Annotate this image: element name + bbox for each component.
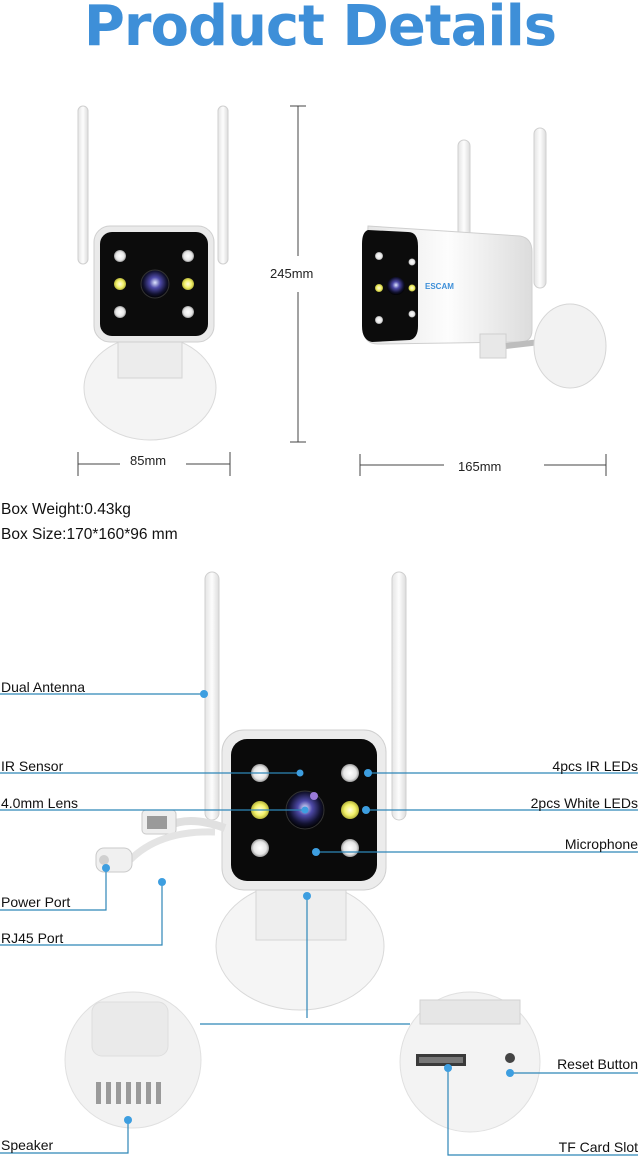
label-dual-antenna: Dual Antenna [1, 679, 86, 695]
speaker-detail [64, 991, 202, 1129]
width-side-dimension: 165mm [458, 459, 502, 474]
side-view-camera [362, 127, 607, 389]
label-tf-card-slot: TF Card Slot [558, 1139, 638, 1155]
front-view-camera [77, 105, 229, 441]
callout-dots [102, 690, 514, 1124]
height-dimension: 245mm [270, 266, 314, 281]
detail-camera [95, 571, 407, 1011]
label-reset-button: Reset Button [557, 1056, 638, 1072]
label-microphone: Microphone [564, 836, 638, 852]
label-ir-leds: 4pcs IR LEDs [552, 758, 638, 774]
width-front-dimension: 85mm [130, 453, 167, 468]
label-lens: 4.0mm Lens [1, 795, 79, 811]
label-power-port: Power Port [1, 894, 71, 910]
bottom-detail [399, 991, 541, 1133]
label-white-leds: 2pcs White LEDs [530, 795, 638, 811]
box-size: Box Size:170*160*96 mm [1, 526, 178, 543]
label-speaker: Speaker [1, 1137, 54, 1153]
box-weight: Box Weight:0.43kg [1, 501, 131, 518]
label-ir-sensor: IR Sensor [1, 758, 64, 774]
page-title: Product Details [83, 0, 557, 59]
label-rj45-port: RJ45 Port [1, 930, 64, 946]
brand-logo: ESCAM [425, 282, 454, 291]
callout-lines [0, 693, 638, 1156]
